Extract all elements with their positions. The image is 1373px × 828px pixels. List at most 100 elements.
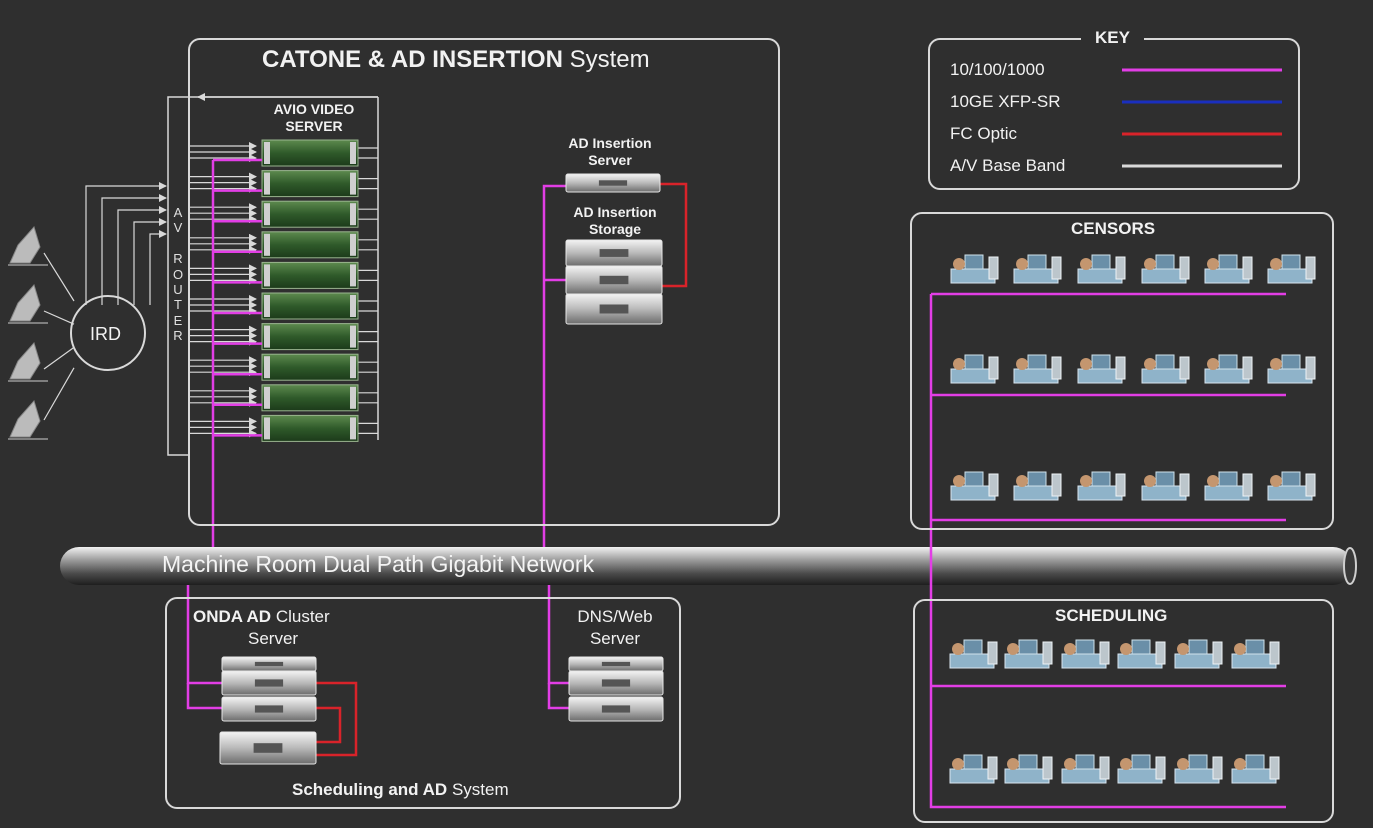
- avio-server-stack: [261, 139, 359, 442]
- router-letter: R: [173, 328, 183, 344]
- avio-rack: [261, 384, 359, 412]
- censor-workstation-icon-person: [1270, 258, 1282, 270]
- ethernet-line: [547, 683, 570, 710]
- censor-workstation-icon-person: [1207, 258, 1219, 270]
- satellite-dishes: [8, 225, 48, 440]
- router-letter: [170, 236, 186, 251]
- censor-workstation-icon-tower: [1242, 356, 1253, 380]
- dish-to-ird-line: [43, 252, 75, 302]
- censor-workstation-icon-monitor: [1091, 354, 1111, 370]
- censor-workstation-icon-monitor: [1091, 471, 1111, 487]
- censor-workstation-icon-monitor: [1218, 254, 1238, 270]
- key-label-10ge: 10GE XFP-SR: [950, 92, 1061, 111]
- scheduling-workstation-icon-tower: [1042, 756, 1053, 780]
- censor-workstation-icon-tower: [1115, 473, 1126, 497]
- catone-title-regular: System: [569, 46, 650, 73]
- scheduling-workstation-icon-monitor: [1188, 754, 1208, 770]
- key-label-fc: FC Optic: [950, 124, 1018, 143]
- censors-title: CENSORS: [1071, 219, 1156, 238]
- censor-workstation-icon-tower: [1051, 256, 1062, 280]
- ethernet-line: [542, 184, 566, 547]
- key-title: KEY: [1081, 28, 1144, 48]
- dish-to-ird-line: [43, 367, 75, 421]
- censor-workstation-icon-tower: [1305, 356, 1316, 380]
- scheduling-workstation-icon-person: [1120, 643, 1132, 655]
- censor-workstation-icon-tower: [1179, 356, 1190, 380]
- avio-rack-handle: [350, 233, 356, 256]
- onda-title-line2: Server: [248, 629, 299, 648]
- ethernet-line: [929, 530, 1286, 809]
- censor-workstation-icon-monitor: [1281, 471, 1301, 487]
- censor-workstation-icon-tower: [1305, 473, 1316, 497]
- fc-link: [314, 706, 342, 744]
- ad-insertion-storage-label: AD Insertion Storage: [550, 204, 680, 238]
- onda-storage-bezel: [253, 743, 283, 753]
- scheduling-workstation-icon-person: [1234, 758, 1246, 770]
- scheduling-workstation-icon-monitor: [1075, 639, 1095, 655]
- avio-rack: [261, 170, 359, 198]
- fc-link: [314, 681, 358, 757]
- workstations: [949, 254, 1316, 784]
- censor-workstation-icon-person: [1080, 475, 1092, 487]
- scheduling-workstation-icon-tower: [1042, 641, 1053, 665]
- scheduling-workstation-icon-person: [952, 643, 964, 655]
- censor-workstation-icon-monitor: [1281, 354, 1301, 370]
- censor-workstation-icon-monitor: [964, 471, 984, 487]
- scheduling-workstation-icon-person: [1234, 643, 1246, 655]
- ad-insertion-server-label: AD Insertion Server: [545, 135, 675, 169]
- ird-circle: [70, 295, 146, 371]
- censor-workstation-icon-tower: [1115, 256, 1126, 280]
- scheduling-workstation-icon-tower: [987, 641, 998, 665]
- dns-label: DNS/Web Server: [560, 606, 670, 650]
- scheduling-workstation-icon-tower: [1212, 641, 1223, 665]
- network-pipe: [60, 547, 1357, 585]
- censor-workstation-icon-monitor: [1218, 471, 1238, 487]
- sched-ad-title-bold: Scheduling and AD: [292, 780, 448, 799]
- censor-workstation-icon-tower: [1242, 473, 1253, 497]
- scheduling-workstation-icon-tower: [1269, 641, 1280, 665]
- dns-server-bezel: [601, 705, 631, 713]
- fc-link: [660, 182, 688, 288]
- silver-servers: [219, 173, 664, 765]
- avio-rack: [261, 139, 359, 167]
- censor-workstation-icon-monitor: [1027, 254, 1047, 270]
- dns-server-top-bezel: [601, 661, 631, 667]
- scheduling-workstation-icon-person: [1120, 758, 1132, 770]
- censor-workstation-icon-monitor: [1027, 354, 1047, 370]
- router-to-server-links: [167, 93, 379, 456]
- censor-workstation-icon-monitor: [1281, 254, 1301, 270]
- avio-rack-handle: [350, 142, 356, 164]
- avio-rack: [261, 414, 359, 442]
- satellite-dish-icon: [9, 341, 41, 380]
- avio-rack-handle: [264, 142, 270, 164]
- scheduling-workstation-icon-monitor: [1245, 639, 1265, 655]
- scheduling-workstation-icon-person: [1007, 758, 1019, 770]
- censor-workstation-icon-tower: [1242, 256, 1253, 280]
- network-label: Machine Room Dual Path Gigabit Network: [162, 551, 595, 577]
- censor-workstation-icon-person: [1080, 258, 1092, 270]
- ird-to-router-arrow: [117, 206, 167, 305]
- censor-workstation-icon-monitor: [1027, 471, 1047, 487]
- avio-rack: [261, 292, 359, 320]
- avio-label: AVIO VIDEO SERVER: [250, 101, 378, 135]
- avio-rack-handle: [264, 325, 270, 348]
- scheduling-workstation-icon-monitor: [963, 754, 983, 770]
- ird-to-router-arrow: [101, 194, 167, 305]
- scheduling-workstation-icon-monitor: [1075, 754, 1095, 770]
- censor-workstation-icon-tower: [1305, 256, 1316, 280]
- onda-title-bold: ONDA AD: [193, 607, 272, 626]
- avio-rack: [261, 200, 359, 228]
- scheduling-ad-box: [165, 597, 681, 809]
- fc-optic-links: [314, 182, 688, 757]
- censor-workstation-icon-person: [953, 258, 965, 270]
- avio-rack-handle: [264, 203, 270, 226]
- avio-rack-handle: [350, 172, 356, 195]
- ad-insertion-storage-unit-bezel: [599, 304, 629, 314]
- avio-rack-handle: [350, 417, 356, 440]
- censor-workstation-icon-monitor: [1155, 354, 1175, 370]
- scheduling-workstation-icon-tower: [1269, 756, 1280, 780]
- ird-to-router-arrow: [149, 230, 167, 305]
- censor-workstation-icon-person: [1144, 358, 1156, 370]
- ad-insertion-storage-line1: AD Insertion: [573, 204, 657, 220]
